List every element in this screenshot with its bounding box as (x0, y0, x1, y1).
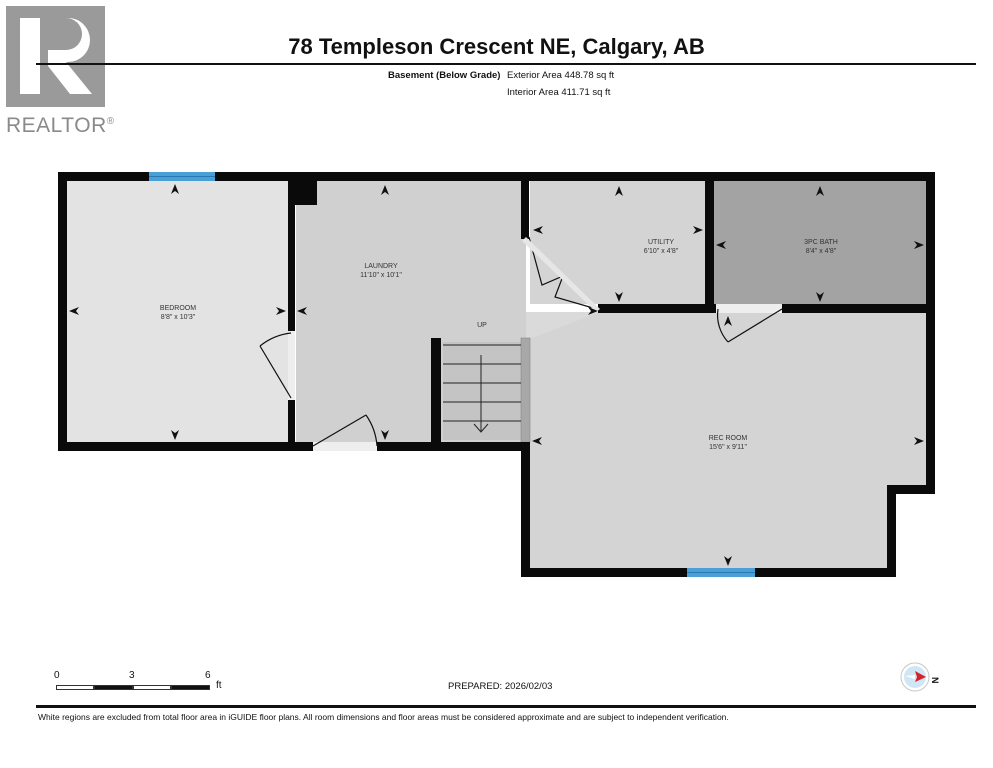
utility-area (530, 180, 706, 304)
bath-area (713, 180, 927, 304)
scale-unit: ft (216, 680, 222, 691)
room-name-bedroom: BEDROOM (160, 305, 196, 312)
bedroom-area (66, 180, 290, 442)
rec-room-area (530, 312, 927, 568)
room-dims-rec-room: 15'6" x 9'11" (709, 444, 747, 451)
footer-divider (36, 705, 976, 708)
staircase (443, 337, 531, 443)
exterior-area: Exterior Area 448.78 sq ft (507, 70, 615, 81)
room-name-bath: 3PC BATH (804, 239, 838, 246)
room-name-laundry: LAUNDRY (364, 263, 398, 270)
room-dims-bath: 8'4" x 4'8" (806, 248, 837, 255)
interior-area: Interior Area 411.71 sq ft (507, 87, 611, 98)
room-dims-utility: 6'10" x 4'8" (644, 248, 679, 255)
page-title: 78 Templeson Crescent NE, Calgary, AB (288, 34, 705, 59)
stairs-label: UP (477, 322, 487, 329)
room-name-rec-room: REC ROOM (709, 435, 748, 442)
disclaimer-text: White regions are excluded from total fl… (38, 712, 729, 722)
scale-tick-3: 3 (129, 670, 135, 681)
bath-doorway[interactable] (716, 304, 782, 313)
room-dims-laundry: 11'10" x 10'1" (360, 272, 402, 279)
bedroom-doorway[interactable] (288, 331, 295, 400)
room-name-utility: UTILITY (648, 239, 674, 246)
utility-doorway[interactable] (522, 237, 600, 312)
level-name: Basement (Below Grade) (388, 70, 501, 81)
scale-tick-6: 6 (205, 670, 211, 681)
r-glyph-icon (20, 18, 92, 94)
scale-tick-0: 0 (54, 670, 60, 681)
compass-north-label: N (930, 677, 940, 684)
north-compass: N (900, 660, 944, 694)
dimension-arrows (69, 184, 924, 566)
prepared-date: PREPARED: 2026/02/03 (448, 681, 553, 692)
header-divider (36, 63, 976, 65)
room-dims-bedroom: 8'8" x 10'3" (161, 314, 196, 321)
realtor-logo: REALTOR® (6, 6, 114, 137)
compass-icon: N (900, 662, 940, 692)
laundry-doorway[interactable] (313, 442, 377, 451)
realtor-r-mark (6, 6, 105, 107)
scale-bar: 0 3 6 ft (54, 670, 244, 700)
realtor-wordmark: REALTOR® (6, 114, 115, 137)
